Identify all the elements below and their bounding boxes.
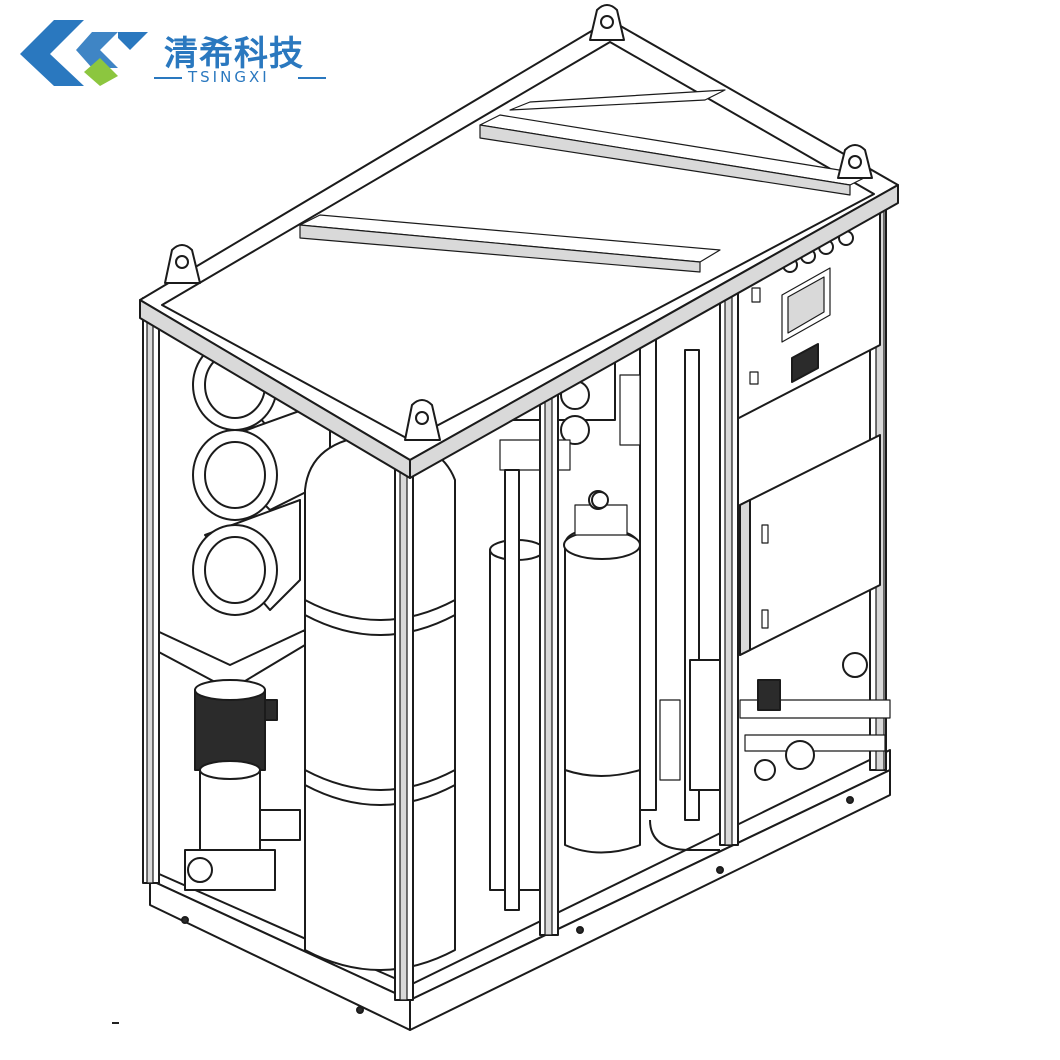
cartridge-filter bbox=[563, 490, 641, 854]
subtitle-rule-left bbox=[154, 77, 182, 79]
brand-subtitle: TSINGXI bbox=[154, 68, 326, 86]
base-skid bbox=[149, 749, 891, 1031]
stray-mark bbox=[112, 1022, 119, 1024]
top-frame bbox=[139, 19, 899, 479]
base-bolts bbox=[181, 796, 854, 1014]
brand-name-cn: 清希科技 bbox=[164, 34, 304, 74]
brand-name-en: TSINGXI bbox=[188, 68, 270, 86]
sand-filter-vessel bbox=[304, 434, 456, 971]
piping-right bbox=[639, 329, 891, 851]
high-pressure-pump bbox=[184, 679, 301, 891]
brand-logo: 清希科技 TSINGXI bbox=[14, 18, 334, 88]
lifting-lugs bbox=[164, 4, 873, 441]
electrical-cabinet bbox=[739, 434, 881, 656]
subtitle-rule-right bbox=[298, 77, 326, 79]
brand-logo-mark-icon bbox=[20, 20, 148, 86]
